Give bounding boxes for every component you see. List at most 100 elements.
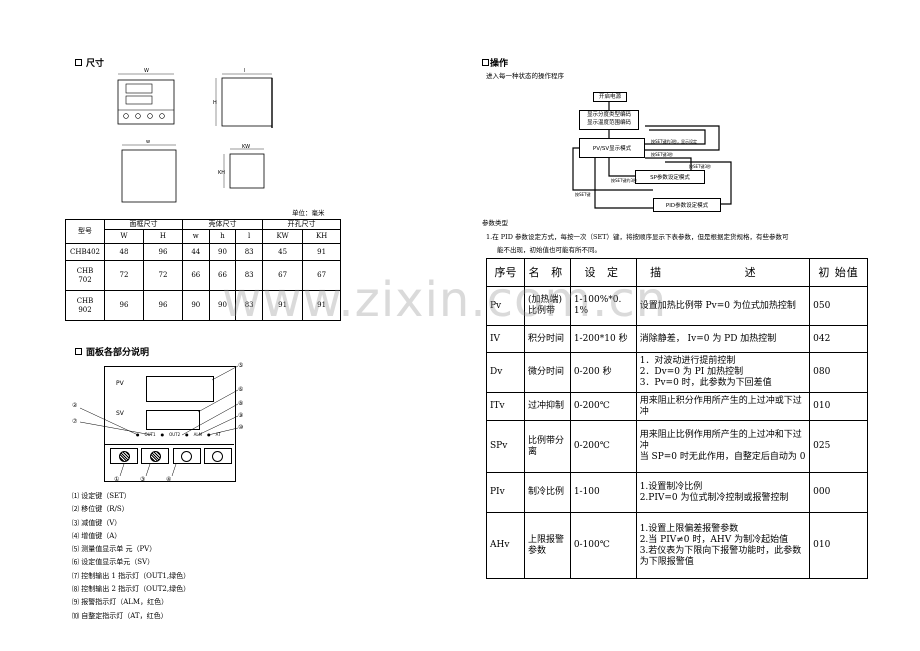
out2-led-icon: ● [160, 432, 165, 437]
label-W: W [144, 68, 149, 74]
legend-item: ⑽ 自整定指示灯（AT，红色） [72, 611, 168, 620]
flow-edge-label: 按SET键 [575, 192, 591, 197]
label-w: w [146, 139, 150, 145]
table-subheader-cell: w [181, 229, 210, 244]
table-cell: 0-200℃ [569, 420, 637, 473]
table-cell: 72 [142, 260, 183, 291]
table-cell: 1-100 [569, 472, 637, 513]
callout-9: ⑨ [238, 412, 244, 419]
set-key-icon [118, 450, 130, 462]
table-cell: 用来阻止积分作用所产生的上过冲或下过冲 [635, 392, 811, 421]
at-led-icon: ● [207, 432, 211, 437]
flow-node-codes: 显示分度类型编码 显示温度范围编码 [579, 110, 639, 130]
table-cell: 91 [302, 243, 341, 261]
table-row: PIv 制冷比例 1-100 1.设置制冷比例 2.PIV=0 为位式制冷控制或… [486, 472, 868, 513]
callout-6: ⑥ [238, 386, 244, 393]
table-cell: 050 [809, 286, 868, 326]
table-cell: 0-200℃ [569, 392, 637, 421]
down-key-icon [181, 450, 193, 462]
table-row: W H w h l KW KH [66, 229, 341, 244]
led-label: OUT2 [169, 432, 181, 437]
table-header-cell: 壳体尺寸 [181, 219, 263, 230]
led-label: ALM [193, 432, 203, 437]
dimension-drawings: W H w l KW KH [117, 68, 273, 203]
square-bullet-icon [75, 348, 82, 355]
table-subheader-cell: KW [261, 229, 304, 244]
sv-display [146, 410, 200, 430]
table-cell: 设置加热比例带 Pv=0 为位式加热控制 [635, 286, 811, 326]
operation-subtitle: 进入每一种状态的操作程序 [486, 72, 564, 80]
out1-led-icon: ● [136, 432, 140, 437]
flow-node-pid: PID参数设定模式 [653, 198, 721, 212]
callout-7: ⑦ [72, 418, 78, 425]
legend-item: ⑼ 报警指示灯（ALM，红色） [72, 598, 169, 607]
dimension-section-title: 尺寸 [75, 56, 104, 69]
table-cell: 080 [809, 352, 868, 393]
legend-item: ⑺ 控制输出 1 指示灯（OUT1,绿色） [72, 571, 191, 580]
table-cell: (加热端) 比例带 [523, 286, 571, 326]
table-cell: ITv [486, 392, 525, 421]
table-cell: CHB402 [65, 243, 105, 261]
callout-3: ③ [140, 476, 146, 483]
table-header-cell: 型号 [65, 219, 105, 244]
table-row: SPv 比例带分离 0-200℃ 用来阻止比例作用所产生的上过冲和下过冲 当 S… [486, 420, 868, 473]
table-header-cell: 初 始值 [809, 258, 868, 287]
table-cell: 用来阻止比例作用所产生的上过冲和下过冲 当 SP=0 时无此作用，自整定后自动为… [635, 420, 811, 473]
table-header-cell: 开孔尺寸 [261, 219, 342, 230]
table-cell: 83 [235, 260, 263, 291]
callout-2: ② [72, 402, 78, 409]
table-cell: 010 [809, 392, 868, 421]
flow-edge-label: 按SET键约3秒 [611, 178, 638, 183]
flow-edge-label: 按SET键3秒 [651, 152, 674, 157]
legend-item: ⑻ 控制输出 2 指示灯（OUT2,绿色） [72, 585, 191, 594]
table-cell: 025 [809, 420, 868, 473]
table-cell: 1-200*10 秒 [569, 325, 637, 353]
table-cell: 90 [208, 243, 237, 261]
table-cell: 042 [809, 325, 868, 353]
table-cell: 1．对波动进行提前控制 2．Dv=0 为 PI 加热控制 3．Pv=0 时，此参… [635, 352, 811, 393]
table-subheader-cell: KH [302, 229, 341, 244]
table-cell: 91 [302, 290, 341, 321]
key-row [110, 448, 232, 464]
panel-section-title: 面板各部分说明 [75, 345, 149, 358]
table-cell: 91 [261, 290, 304, 321]
param-note-line2: 能不出现，初始值也可能有所不同。 [497, 246, 601, 254]
shift-key [141, 448, 170, 464]
down-key [172, 448, 201, 464]
unit-label: 单位：毫米 [292, 209, 325, 217]
pv-label: PV [116, 380, 124, 387]
legend-item: ⑸ 测量值显示单 元（PV） [72, 545, 157, 554]
legend-item: ⑵ 移位键（R/S） [72, 505, 129, 514]
label-KH: KH [218, 170, 225, 176]
table-header-cell: 面框尺寸 [104, 219, 183, 230]
table-cell: 96 [142, 290, 183, 321]
table-cell: 积分时间 [523, 325, 571, 353]
flowchart-arrows [572, 101, 732, 209]
table-cell: 010 [809, 512, 868, 579]
table-cell: 微分时间 [523, 352, 571, 393]
table-cell: 1.设置制冷比例 2.PIV=0 为位式制冷控制或报警控制 [635, 472, 811, 513]
operation-section-title: 操作 [482, 56, 508, 69]
callout-8: ⑧ [238, 400, 244, 407]
table-row: CHB402 48 96 44 90 83 45 91 [65, 243, 341, 261]
table-cell: 1.设置上限偏差报警参数 2.当 PIV≠0 时，AHV 为制冷起始值 3.若仪… [635, 512, 811, 579]
table-subheader-cell: W [104, 229, 144, 244]
legend-item: ⑶ 减值键（V） [72, 518, 122, 527]
alm-led-icon: ● [185, 432, 189, 437]
legend-item: ⑷ 增值键（A） [72, 531, 122, 540]
param-note-line1: 1.在 PID 参数设定方式，每按一次（SET）键，将按顺序显示下表参数，但是根… [486, 233, 789, 241]
table-subheader-cell: h [208, 229, 237, 244]
table-cell: 过冲抑制 [523, 392, 571, 421]
table-cell: 比例带分离 [523, 420, 571, 473]
panel-legend: ⑴ 设定键（SET） ⑵ 移位键（R/S） ⑶ 减值键（V） ⑷ 增值键（A） … [72, 490, 190, 623]
param-section-title: 参数类型 [482, 219, 508, 227]
table-cell: 96 [104, 290, 144, 321]
table-cell: 制冷比例 [523, 472, 571, 513]
callout-1: ① [114, 476, 120, 483]
legend-item: ⑹ 设定值显示单元（SV） [72, 558, 155, 567]
label-H: H [213, 100, 217, 106]
table-cell: 83 [235, 243, 263, 261]
flow-text: 显示分度类型编码 [586, 112, 631, 118]
table-cell: 0-100℃ [569, 512, 637, 579]
dimension-table: 型号 面框尺寸 壳体尺寸 开孔尺寸 W H w h l KW KH CHB402… [65, 219, 342, 321]
